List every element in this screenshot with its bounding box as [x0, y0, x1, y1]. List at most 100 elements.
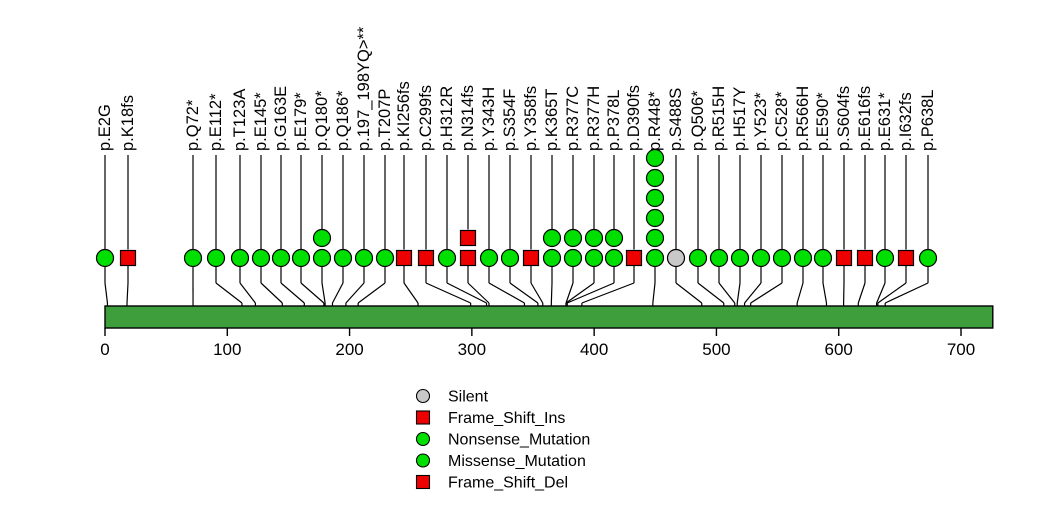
mutation-label: p.E179*	[292, 92, 310, 151]
mutation-marker-square	[461, 231, 476, 246]
mutation-label: p.E590*	[814, 92, 832, 151]
mutation-marker-square	[397, 251, 412, 266]
mutation-marker-circle	[314, 250, 331, 267]
axis-tick-label: 600	[825, 340, 853, 359]
mutation-marker-circle	[647, 250, 664, 267]
stem-diagonal	[653, 283, 655, 303]
axis-tick-label: 500	[702, 340, 730, 359]
mutation-marker-circle	[97, 250, 114, 267]
legend-swatch-circle	[417, 390, 430, 403]
mutation-marker-circle	[185, 250, 202, 267]
mutation-label: p.P378L	[605, 90, 623, 151]
mutation-marker-circle	[356, 250, 373, 267]
stem-diagonal	[719, 283, 735, 303]
mutation-marker-circle	[544, 250, 561, 267]
legend-swatch-circle	[417, 454, 430, 467]
mutation-marker-circle	[293, 250, 310, 267]
mutation-marker-circle	[690, 250, 707, 267]
stem-diagonal	[447, 283, 487, 303]
mutation-label: p.Q506*	[689, 90, 707, 151]
stem-lines	[105, 150, 928, 329]
stem-diagonal	[551, 283, 552, 303]
mutation-marker-square	[627, 251, 642, 266]
mutation-marker-circle	[565, 230, 582, 247]
stem-diagonal	[745, 283, 761, 303]
mutation-marker-circle	[565, 250, 582, 267]
mutation-marker-circle	[795, 250, 812, 267]
mutation-marker-circle	[815, 250, 832, 267]
mutation-label: p.Y358fs	[522, 86, 540, 151]
stem-diagonal	[281, 283, 304, 303]
mutation-label: p.G163E	[272, 86, 290, 151]
legend-swatch-circle	[417, 433, 430, 446]
stem-diagonal	[426, 283, 471, 303]
mutation-label: p.Y343H	[480, 87, 498, 151]
stem-diagonal	[468, 283, 489, 303]
stem-diagonal	[510, 283, 538, 303]
mutation-label: p.R515H	[710, 86, 728, 151]
mutation-label: p.E616fs	[856, 86, 874, 151]
mutation-label: p.P638L	[919, 90, 937, 151]
stem-diagonal	[737, 283, 740, 303]
stem-diagonal	[240, 283, 255, 303]
stem-diagonal	[261, 283, 282, 303]
mutation-marker-square	[121, 251, 136, 266]
stem-diagonal	[301, 283, 324, 303]
stem-diagonal	[877, 283, 885, 303]
mutation-label: p.D390fs	[625, 85, 643, 151]
stem-diagonal	[751, 283, 782, 303]
stem-diagonal	[127, 283, 128, 303]
stem-diagonal	[322, 283, 325, 303]
mutation-marker-circle	[647, 190, 664, 207]
mutation-marker-circle	[481, 250, 498, 267]
legend-item-label: Nonsense_Mutation	[448, 432, 590, 449]
mutation-label: p.KI256fs	[395, 81, 413, 151]
legend-item-label: Frame_Shift_Del	[448, 475, 568, 492]
mutation-label: p.K18fs	[119, 95, 137, 151]
legend-item-label: Frame_Shift_Ins	[448, 410, 565, 427]
axis-tick-label: 0	[100, 340, 109, 359]
mutation-label: p.R448*	[646, 91, 664, 151]
mutation-marker-circle	[711, 250, 728, 267]
mutation-marker-square	[524, 251, 539, 266]
mutation-marker-square	[837, 251, 852, 266]
protein-bar	[105, 306, 993, 328]
mutation-label: p.Q180*	[313, 90, 331, 151]
mutation-label: p.H312R	[438, 86, 456, 151]
mutation-marker-circle	[774, 250, 791, 267]
mutation-label: p.E2G	[96, 104, 114, 151]
mutation-label: p.I632fs	[897, 92, 915, 151]
mutation-label: p.K365T	[543, 89, 561, 151]
mutation-label: p.R377C	[564, 86, 582, 151]
legend-swatch-square	[417, 411, 430, 424]
stem-diagonal	[797, 283, 803, 303]
mutation-marker-circle	[208, 250, 225, 267]
mutation-label: p.S488S	[667, 88, 685, 151]
stem-diagonal	[698, 283, 724, 303]
mutation-label: p.E631*	[876, 92, 894, 151]
stem-diagonal	[489, 283, 524, 303]
mutation-marker-circle	[544, 230, 561, 247]
mutation-label: p.197_198YQ>**	[355, 26, 373, 151]
mutation-marker-circle	[920, 250, 937, 267]
stem-diagonal	[404, 283, 418, 303]
mutation-marker-circle	[668, 250, 685, 267]
mutation-marker-square	[858, 251, 873, 266]
mutation-label: p.C528*	[773, 91, 791, 151]
stem-diagonal	[105, 283, 107, 303]
mutation-marker-circle	[732, 250, 749, 267]
axis-tick-label: 300	[458, 340, 486, 359]
stem-diagonal	[358, 283, 385, 303]
legend-item-label: Missense_Mutation	[448, 453, 586, 470]
mutation-label: p.Q72*	[184, 99, 202, 151]
legend-item-label: Silent	[448, 389, 489, 406]
mutation-marker-circle	[502, 250, 519, 267]
mutation-marker-circle	[377, 250, 394, 267]
mutation-marker-circle	[647, 150, 664, 167]
mutation-marker-circle	[647, 170, 664, 187]
mutation-label: p.C299fs	[417, 85, 435, 151]
mutation-marker-circle	[232, 250, 249, 267]
